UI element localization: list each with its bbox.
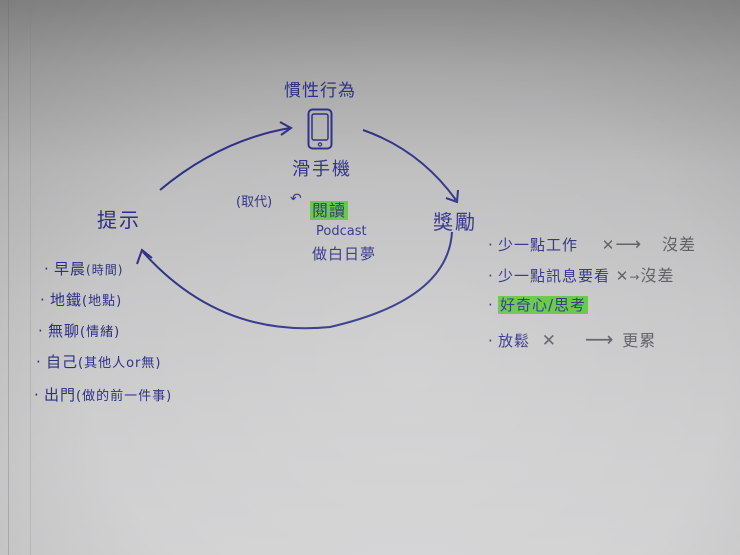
notebook-margin-line (8, 0, 9, 555)
cue-item: ·自己(其他人or無) (36, 353, 162, 371)
reward-item-text: 少一點訊息要看 (498, 267, 611, 285)
habit-title: 慣性行為 (284, 81, 356, 101)
cue-item: ·出門(做的前一件事) (34, 386, 173, 404)
replacement-arrow-icon: ↶ (290, 191, 302, 207)
cue-item-main: 出門 (44, 386, 77, 404)
cue-item-detail: (情緒) (80, 325, 121, 340)
reward-item-result: 沒差 (640, 266, 675, 285)
replacement-item-daydream: 做白日夢 (312, 245, 377, 263)
reward-item: ·少一點工作 ✕⟶ 沒差 (488, 234, 696, 255)
cue-item: ·早晨(時間) (44, 260, 124, 278)
reward-item-text: 放鬆 (498, 332, 531, 350)
behavior-label: 滑手機 (292, 159, 352, 180)
cue-item-main: 早晨 (54, 260, 87, 278)
phone-icon (307, 108, 333, 150)
replacement-prefix: (取代) (236, 195, 273, 210)
cue-item-main: 地鐵 (50, 291, 83, 309)
cue-item-main: 無聊 (48, 322, 81, 340)
replacement-item-reading: 閱讀 (310, 197, 349, 221)
reward-item: ·少一點訊息要看 ✕→沒差 (488, 266, 675, 285)
reward-item-result: 沒差 (661, 235, 696, 254)
arrow-cue-to-behavior (159, 127, 291, 191)
cue-item-detail: (做的前一件事) (76, 389, 173, 404)
cross-icon: ✕ (615, 267, 630, 285)
arrow-behavior-to-reward (362, 129, 457, 201)
arrow-reward-to-cue (142, 231, 453, 330)
cue-item-detail: (其他人or無) (78, 356, 162, 371)
cue-item-detail: (地點) (82, 294, 123, 309)
arrow-right-icon: ⟶ (584, 327, 615, 351)
cross-icon: ✕ (541, 331, 558, 351)
arrow-right-icon: ⟶ (615, 234, 643, 255)
reward-item: ·好奇心/思考 (488, 296, 589, 314)
reward-item: ·放鬆 ✕ ⟶ 更累 (488, 327, 657, 351)
arrow-right-icon: → (629, 270, 641, 284)
reward-item-text: 少一點工作 (498, 236, 579, 254)
cue-item-main: 自己 (46, 353, 79, 371)
reward-item-result: 更累 (622, 331, 657, 350)
highlight: 閱讀 (310, 201, 349, 220)
cue-label: 提示 (97, 208, 141, 232)
reward-label: 獎勵 (433, 210, 477, 234)
replacement-item-podcast: Podcast (316, 224, 367, 239)
reward-item-text-highlighted: 好奇心/思考 (498, 296, 589, 314)
cue-item-detail: (時間) (86, 263, 124, 277)
notebook-margin-line (30, 0, 31, 555)
cross-icon: ✕ (601, 236, 616, 254)
cue-item: ·地鐵(地點) (40, 291, 123, 309)
cue-item: ·無聊(情緒) (38, 322, 121, 340)
